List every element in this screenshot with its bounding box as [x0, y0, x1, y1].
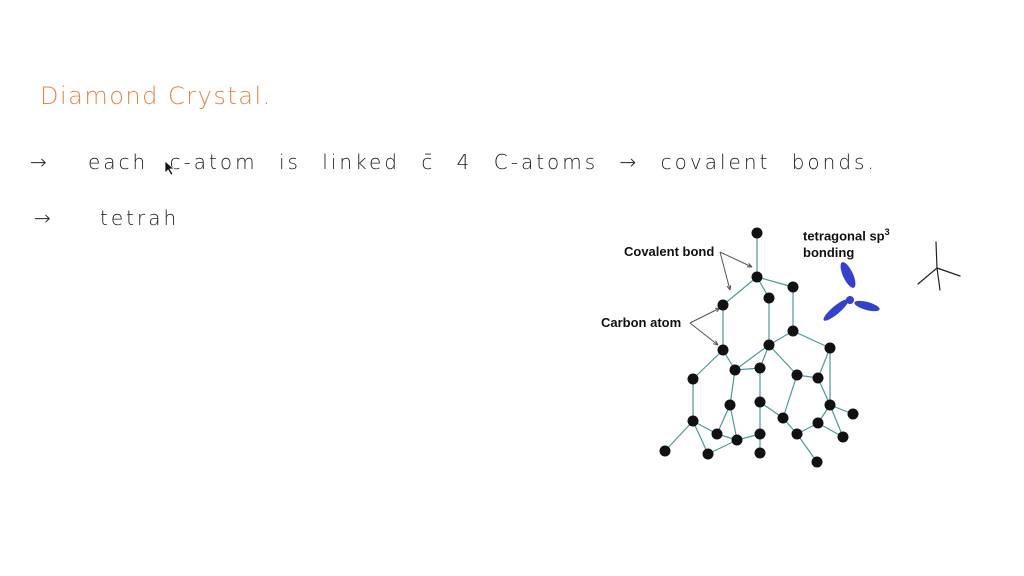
carbon-atom — [824, 342, 836, 354]
carbon-atom — [687, 415, 699, 427]
carbon-atom — [754, 428, 766, 440]
carbon-atom-label: Carbon atom — [601, 315, 682, 330]
bond-line — [729, 369, 736, 406]
pointer-arrowhead — [726, 284, 732, 291]
carbon-atom — [754, 396, 766, 408]
pointer-line — [719, 251, 753, 268]
pointer-line — [689, 307, 721, 324]
carbon-atom — [763, 339, 775, 351]
bond-line — [796, 433, 818, 463]
pointer-arrowhead — [746, 262, 753, 268]
carbon-atom — [751, 271, 763, 283]
pen-cursor-icon — [164, 160, 176, 176]
bond-line — [782, 374, 798, 419]
sp3-orbital-icon — [823, 262, 880, 321]
bond-line — [792, 330, 831, 349]
bonding-label: bonding — [803, 245, 855, 260]
carbon-atom — [751, 227, 763, 239]
tetrahedral-sketch-icon — [917, 241, 961, 291]
bond-line — [664, 420, 694, 452]
bullet-arrow-1: → — [30, 150, 48, 174]
carbon-atom — [791, 369, 803, 381]
pointer-arrowhead — [713, 340, 719, 346]
carbon-atom — [791, 428, 803, 440]
carbon-atom — [754, 447, 766, 459]
carbon-atom — [847, 408, 859, 420]
carbon-atom — [724, 399, 736, 411]
carbon-atom — [711, 428, 723, 440]
bond-line — [692, 349, 724, 380]
bullet-arrow-2: → — [34, 206, 52, 230]
carbon-atom — [717, 299, 729, 311]
carbon-atom — [659, 445, 671, 457]
carbon-atom — [837, 431, 849, 443]
bond-line — [734, 344, 770, 371]
notes-title: Diamond Crystal. — [40, 82, 272, 110]
carbon-atom — [687, 373, 699, 385]
carbon-atom — [731, 434, 743, 446]
carbon-atom — [787, 281, 799, 293]
carbon-atom — [717, 344, 729, 356]
carbon-atom — [812, 372, 824, 384]
carbon-atom — [702, 448, 714, 460]
bond-line — [692, 420, 709, 455]
covalent-bond-label: Covalent bond — [624, 244, 715, 259]
carbon-atom — [812, 417, 824, 429]
label-pointers — [689, 251, 753, 346]
carbon-atom — [754, 362, 766, 374]
bond-line — [722, 276, 758, 306]
bond-line — [829, 404, 844, 438]
bond-line — [756, 276, 794, 288]
lattice-atoms — [659, 227, 859, 468]
carbon-atom — [729, 364, 741, 376]
pointer-line — [689, 322, 719, 346]
diamond-lattice-diagram — [659, 227, 880, 468]
bond-line — [768, 344, 798, 376]
carbon-atom — [787, 325, 799, 337]
tetragonal-label: tetragonal sp3 — [803, 227, 890, 244]
carbon-atom — [763, 292, 775, 304]
carbon-atom — [811, 456, 823, 468]
bond-line — [729, 404, 738, 441]
notes-line-1: each c-atom is linked c̄ 4 C-atoms → cov… — [88, 150, 877, 174]
pointer-line — [719, 251, 731, 291]
carbon-atom — [777, 412, 789, 424]
notes-line-2: tetrah — [100, 206, 180, 230]
carbon-atom — [824, 399, 836, 411]
